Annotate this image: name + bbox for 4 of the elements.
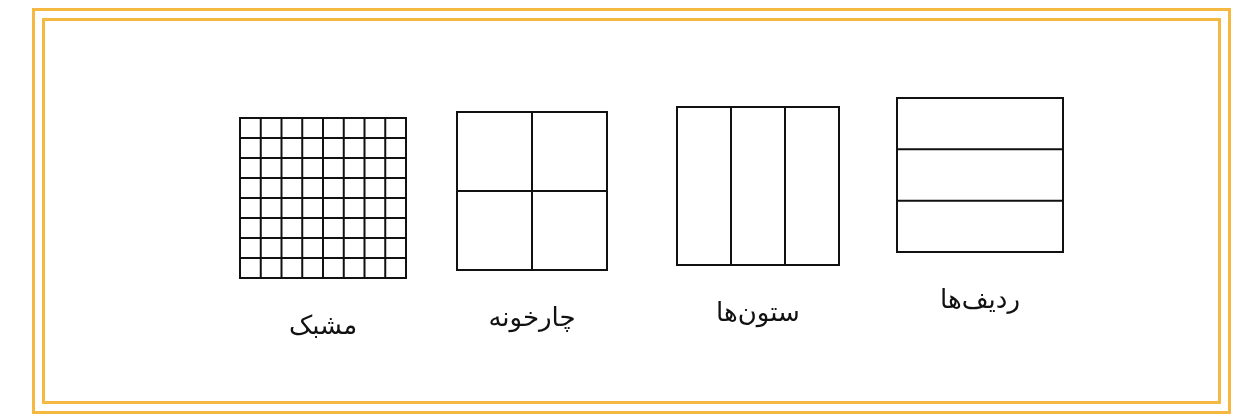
node-label: مشبک (288, 310, 358, 340)
node-label: چارخونه (488, 302, 576, 332)
node-label: ردیف‌ها (940, 284, 1020, 314)
node-label: ستون‌ها (716, 297, 800, 327)
